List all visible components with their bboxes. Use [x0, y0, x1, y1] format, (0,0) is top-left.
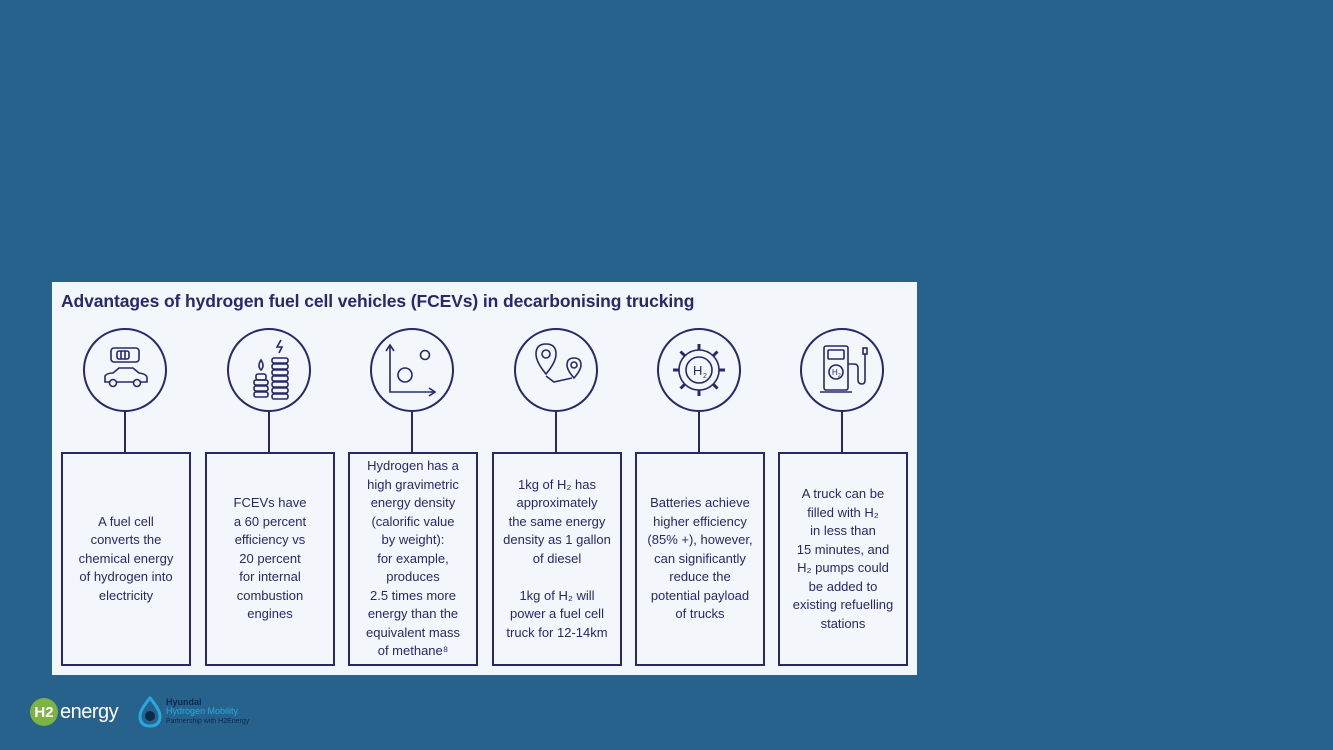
hyundai-hydrogen-mobility-logo: Hyundai Hydrogen Mobility Partnership wi… [137, 695, 249, 729]
advantage-box-6: A truck can be filled with H₂ in less th… [778, 452, 908, 666]
advantage-column-3: Hydrogen has a high gravimetric energy d… [348, 282, 478, 675]
advantage-column-1: A fuel cell converts the chemical energy… [61, 282, 191, 675]
advantage-box-4: 1kg of H₂ has approximately the same ene… [492, 452, 622, 666]
infographic-card: Advantages of hydrogen fuel cell vehicle… [52, 282, 917, 675]
h2energy-text: energy [60, 700, 119, 723]
card-title: Advantages of hydrogen fuel cell vehicle… [61, 291, 695, 311]
h2energy-badge: H2 [30, 698, 58, 726]
svg-text:H: H [693, 363, 702, 378]
advantage-text-5: Batteries achieve higher efficiency (85%… [647, 495, 753, 622]
connector-line [841, 412, 843, 453]
hyundai-label: Hyundai [166, 696, 202, 707]
svg-text:2: 2 [703, 373, 707, 380]
advantage-column-2: FCEVs have a 60 percent efficiency vs 20… [205, 282, 335, 675]
fuel-cell-car-icon [83, 328, 167, 412]
advantage-text-6: A truck can be filled with H₂ in less th… [792, 486, 894, 631]
advantage-text-3: Hydrogen has a high gravimetric energy d… [366, 458, 460, 659]
connector-line [411, 412, 413, 453]
partnership-label: Partnership with H2Energy [166, 717, 250, 725]
advantage-box-1: A fuel cell converts the chemical energy… [61, 452, 191, 666]
advantage-column-6: H 2 A truck can be filled with H₂ in les… [778, 282, 908, 675]
advantage-text-2: FCEVs have a 60 percent efficiency vs 20… [233, 495, 307, 622]
h2energy-logo: H2 energy [30, 697, 119, 727]
h2-gear-icon: H 2 [657, 328, 741, 412]
advantage-box-5: Batteries achieve higher efficiency (85%… [635, 452, 765, 666]
hydrogen-drop-icon [138, 696, 162, 728]
advantage-column-5: H 2 Batteries achieve higher efficiency … [635, 282, 765, 675]
svg-text:H: H [832, 368, 838, 377]
connector-line [268, 412, 270, 453]
h2-pump-icon: H 2 [800, 328, 884, 412]
advantage-column-4: 1kg of H₂ has approximately the same ene… [492, 282, 622, 675]
efficiency-stacks-icon [227, 328, 311, 412]
route-pins-icon [514, 328, 598, 412]
advantage-text-1: A fuel cell converts the chemical energy… [78, 513, 174, 603]
connector-line [698, 412, 700, 453]
svg-text:2: 2 [838, 373, 841, 379]
connector-line [555, 412, 557, 453]
molecule-axes-icon [370, 328, 454, 412]
hydrogen-mobility-label: Hydrogen Mobility [166, 706, 239, 717]
connector-line [124, 412, 126, 453]
advantage-box-2: FCEVs have a 60 percent efficiency vs 20… [205, 452, 335, 666]
advantage-box-3: Hydrogen has a high gravimetric energy d… [348, 452, 478, 666]
advantage-text-4: 1kg of H₂ has approximately the same ene… [503, 476, 611, 640]
